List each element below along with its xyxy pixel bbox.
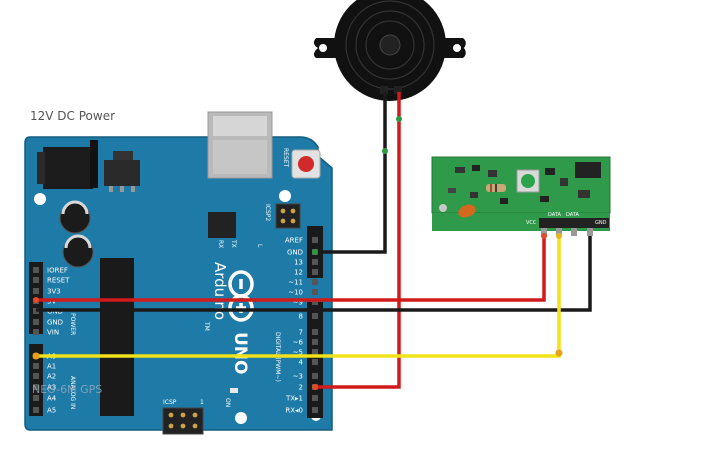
analog-header-label: ANALOG IN [69,376,76,409]
svg-text:Arduino: Arduino [211,262,229,320]
svg-text:TM: TM [203,321,210,331]
left-pin-8 [33,363,39,369]
digital-pin-9 [312,339,318,345]
rf-receiver-module: VCC DATA DATA GND [431,156,611,236]
rf-pin-data1: DATA [548,212,561,218]
digital-pin-6 [312,299,318,305]
digital-pin-5 [312,289,318,295]
on-led [230,388,238,393]
reset-button[interactable] [291,149,321,179]
rx-label: RX [217,240,224,248]
digital-pin-label: GND [287,249,303,257]
left-pin-2 [33,288,39,294]
wire-5v-vcc [36,236,546,302]
digital-pin-4 [312,279,318,285]
uno-label: UNO [230,332,250,374]
digital-pin-label: 2 [299,384,303,392]
digital-pin-7 [312,313,318,319]
rf-pin-data2: DATA [566,212,579,218]
digital-pin-0 [312,237,318,243]
left-pin-label: A2 [47,373,56,381]
left-pin-label: IOREF [47,267,68,275]
digital-pin-11 [312,359,318,365]
digital-pin-14 [312,395,318,401]
digital-pin-label: RX◂0 [285,407,303,415]
piezo-buzzer [313,0,466,101]
left-pin-12 [33,407,39,413]
dc-jack [37,140,98,189]
left-pin-label: A4 [47,395,57,403]
on-label: ON [224,398,231,407]
left-pin-11 [33,395,39,401]
left-pin-label: VIN [47,329,59,337]
digital-pin-12 [312,373,318,379]
reset-label: RESET [282,148,289,168]
wires [32,92,592,390]
left-pin-label: A1 [47,363,56,371]
left-pin-label: RESET [47,277,70,285]
digital-pin-10 [312,349,318,355]
l-label: L [256,244,263,248]
left-pin-label: A3 [47,384,56,392]
icsp-pin1-label: 1 [200,399,204,406]
left-pin-9 [33,373,39,379]
icsp2-label: ICSP2 [264,204,271,221]
icsp2-header [275,203,301,229]
left-pin-0 [33,267,39,273]
left-pin-1 [33,277,39,283]
digital-pin-3 [312,269,318,275]
digital-pin-label: ~6 [293,339,304,347]
digital-pin-label: 4 [299,359,304,367]
digital-pin-2 [312,259,318,265]
wire-gnd-gnd [36,236,592,312]
left-pin-5 [33,319,39,325]
digital-pin-8 [312,329,318,335]
digital-pin-label: 7 [299,329,303,337]
digital-pin-label: 13 [294,259,303,267]
digital-pin-label: ~11 [288,279,303,287]
rf-pin-gnd: GND [595,220,607,226]
left-pin-6 [33,329,39,335]
voltage-regulator [104,151,140,192]
gps-overlay-label: NEO-6M GPS [32,383,102,396]
power-header-label: POWER [69,313,76,335]
wire-buzzer-gnd [316,92,387,254]
digital-pin-label: TX▸1 [285,395,303,403]
left-pin-label: A5 [47,407,56,415]
digital-pin-15 [312,407,318,413]
left-pin-label: 3V3 [47,288,61,296]
usb-connector [207,111,273,179]
digital-pin-label: ~9 [293,299,303,307]
wire-buzzer-pin2 [316,92,401,389]
power-label: 12V DC Power [30,109,115,123]
digital-pin-label: ~5 [293,349,303,357]
digital-pin-label: ~10 [288,289,303,297]
rf-pin-vcc: VCC [526,220,537,226]
atmega-chip [100,258,134,416]
left-pin-label: GND [47,319,63,327]
digital-pin-label: 8 [299,313,303,321]
capacitors [59,200,94,268]
left-pin-10 [33,384,39,390]
digital-pin-label: AREF [285,237,303,245]
digital-pin-label: ~3 [293,373,303,381]
icsp-label: ICSP [163,399,177,406]
arduino-logo: Arduino TM UNO [203,262,254,374]
digital-pin-label: 12 [294,269,303,277]
usb-chip [208,212,236,238]
tx-label: TX [230,239,237,248]
icsp-header [162,407,204,435]
